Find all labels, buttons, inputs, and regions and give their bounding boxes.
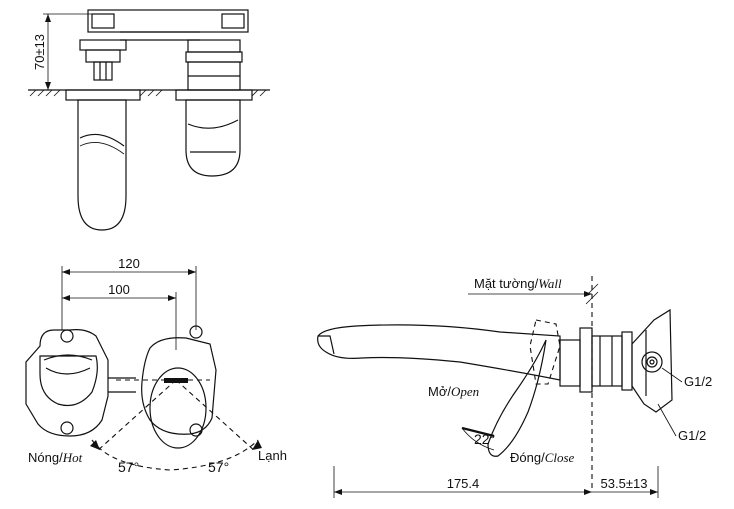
left-valve-nut	[85, 49, 121, 63]
top-right-lever	[185, 99, 241, 177]
angle-left-label: 57°	[118, 459, 139, 475]
top-left-cap	[91, 13, 115, 29]
top-wall-hatch	[29, 89, 267, 97]
open-label-vi: Mở/	[428, 384, 451, 399]
front-right-plate	[141, 337, 217, 435]
handle-closed-outline	[487, 339, 547, 457]
side-view: Mặt tường/Wall Mở/Open 22° Đóng	[317, 276, 712, 498]
height-dimension-label: 70±13	[32, 34, 47, 70]
right-valve-ring	[185, 51, 243, 63]
front-right-handle	[149, 367, 207, 449]
top-dim-arrow-down	[45, 82, 51, 90]
close-label: Đóng/Close	[510, 450, 575, 465]
wall-label: Mặt tường/Wall	[474, 276, 562, 291]
spout	[317, 324, 561, 381]
top-left-lever-crease	[79, 133, 125, 147]
wall-label-en: Wall	[538, 276, 562, 291]
inlet-outer	[641, 351, 663, 373]
screw-top-left	[60, 329, 74, 343]
front-left-handle	[39, 355, 98, 407]
angle-arc	[461, 427, 495, 451]
open-label: Mở/Open	[428, 384, 479, 399]
thread-2-leader	[657, 403, 677, 437]
left-valve-flange	[79, 39, 127, 51]
screw-bottom-left	[60, 421, 74, 435]
left-valve-stem	[93, 61, 113, 81]
dimension-100-label: 100	[108, 282, 130, 297]
dimension-175-label: 175.4	[447, 476, 480, 491]
thread-1-label: G1/2	[684, 374, 712, 389]
left-escutcheon	[65, 89, 141, 101]
angle-right-label: 57°	[208, 459, 229, 475]
screw-bottom-right	[189, 423, 203, 437]
swing-right-line	[175, 379, 257, 453]
mounting-plate	[631, 308, 673, 413]
hot-label-vi: Nóng/	[28, 450, 63, 465]
inlet-inner	[646, 356, 658, 368]
swing-arc	[91, 439, 259, 471]
side-flange	[579, 327, 593, 393]
front-view: 120 100 Nóng/Hot	[25, 256, 287, 475]
front-left-plate	[25, 329, 109, 437]
close-label-en: Close	[545, 450, 575, 465]
right-valve-flange	[187, 39, 241, 53]
side-sleeve	[591, 335, 623, 387]
handle-open-outline	[529, 319, 561, 385]
angle-ray	[461, 426, 495, 438]
wall-label-vi: Mặt tường/	[474, 276, 539, 291]
side-collar	[621, 331, 633, 391]
hot-label-en: Hot	[62, 450, 83, 465]
top-left-lever	[77, 99, 127, 231]
right-escutcheon	[175, 89, 253, 101]
thread-2-label: G1/2	[678, 428, 706, 443]
top-right-cap	[221, 13, 245, 29]
dimension-depth-label: 53.5±13	[601, 476, 648, 491]
open-label-en: Open	[451, 384, 479, 399]
top-body-bar	[87, 9, 249, 33]
angle-22-label: 22°	[474, 431, 495, 447]
top-right-lever-crease	[187, 119, 239, 129]
close-label-vi: Đóng/	[510, 450, 545, 465]
side-body	[559, 339, 581, 387]
top-view: 70±13	[28, 9, 270, 231]
side-wall-hatch	[585, 283, 599, 305]
cold-label: Lạnh	[258, 448, 287, 463]
hot-label: Nóng/Hot	[28, 450, 83, 465]
screw-top-right	[189, 325, 203, 339]
thread-1-leader	[661, 367, 683, 383]
top-dim-arrow-up	[45, 14, 51, 22]
dimension-120-label: 120	[118, 256, 140, 271]
